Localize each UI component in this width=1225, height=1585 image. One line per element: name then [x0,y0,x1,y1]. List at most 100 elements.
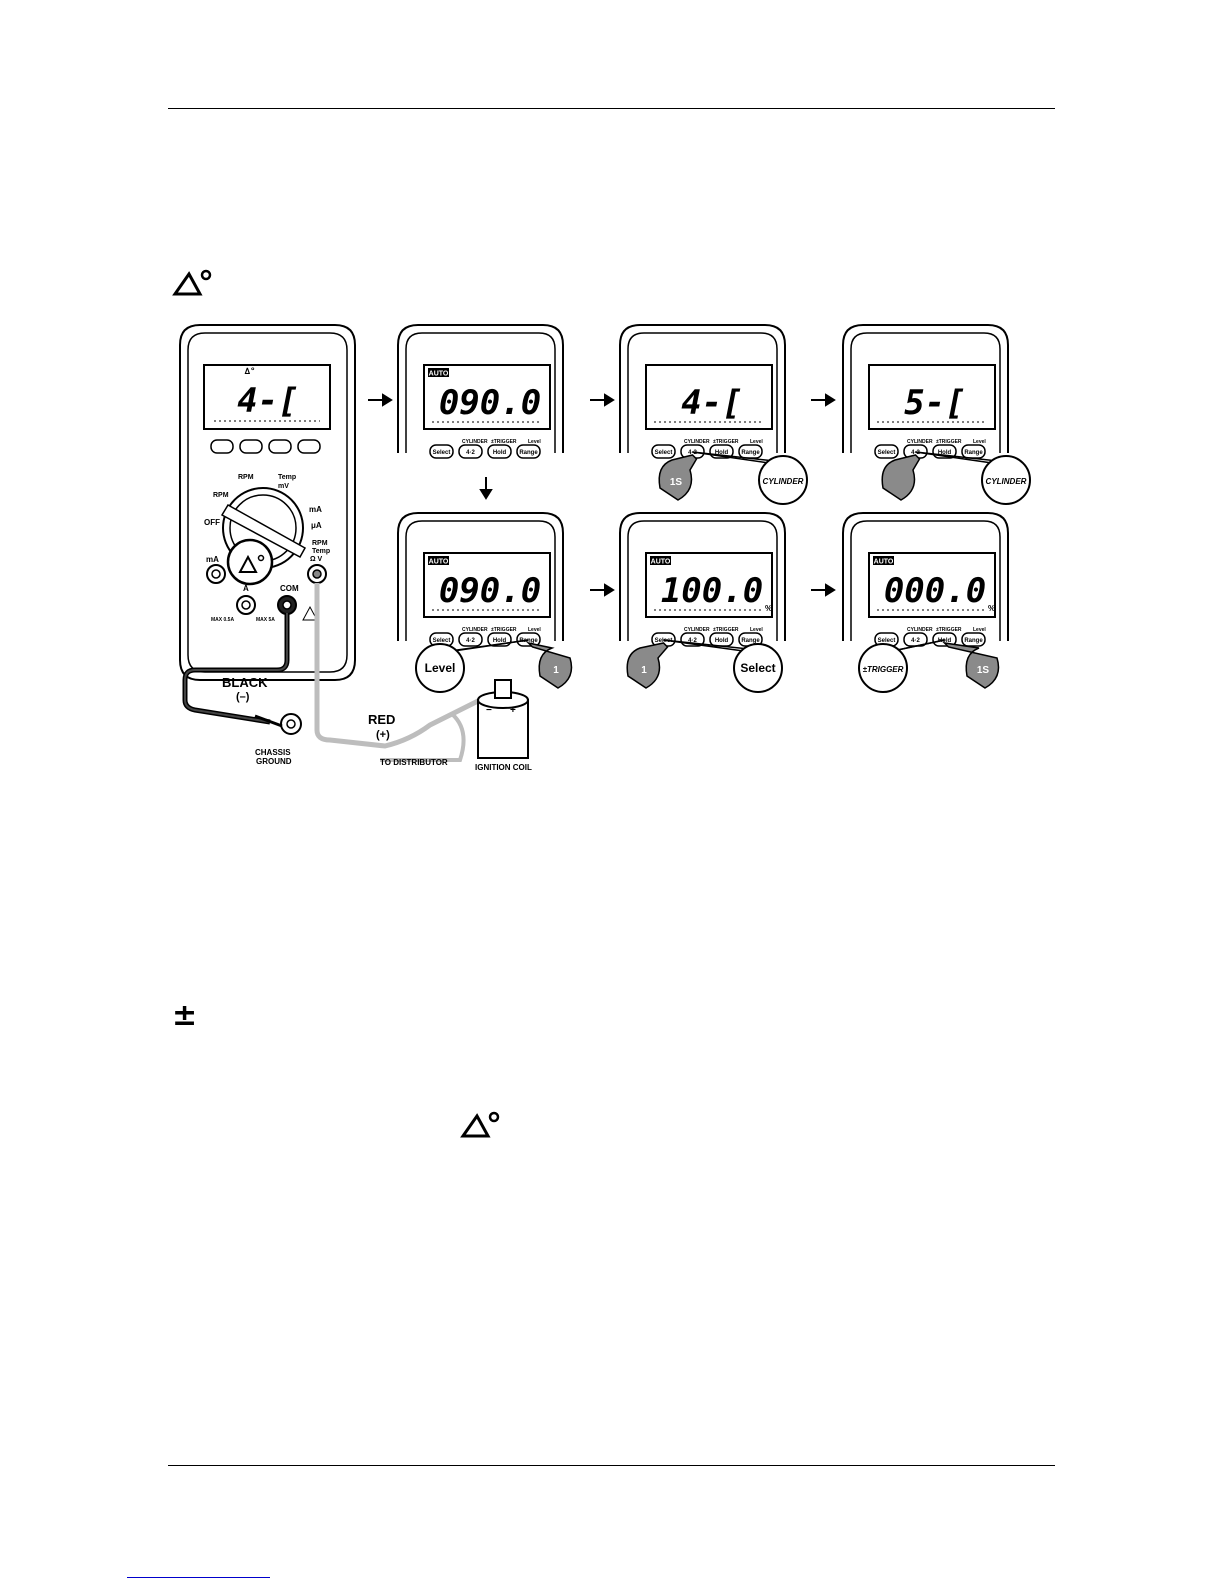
trigger-top-label: ±TRIGGER [491,439,517,445]
svg-text:+: + [510,705,516,716]
finger-label: 1S [670,477,683,488]
callout-circle [733,643,783,693]
select-button-label: Select [878,638,896,644]
finger-label: 1 [553,665,559,676]
red-lead-sign: (+) [376,729,390,741]
svg-text:mA: mA [309,505,322,514]
hold-button-label: Hold [938,450,952,456]
cylinder-button[interactable] [458,444,483,459]
select-button-label: Select [433,638,451,644]
select-button[interactable] [429,444,454,459]
level-top-label: Level [973,627,986,633]
select-button[interactable] [651,444,676,459]
cylinder-button-label: 4·2 [466,450,475,456]
svg-text:RPM: RPM [213,492,229,499]
finger-label: 1 [641,665,647,676]
panel-reading: 000.0 [884,571,986,611]
hold-button-label: Hold [715,638,729,644]
chassis-label: CHASSIS [255,748,291,757]
svg-text:Temp: Temp [278,474,296,481]
finger-icon [626,642,669,689]
finger-icon [942,641,1000,689]
svg-text:mA: mA [206,555,219,564]
callout-circle [415,643,465,693]
panel-reading: 090.0 [439,383,541,423]
cylinder-top-label: CYLINDER [907,627,933,633]
trigger-top-label: ±TRIGGER [713,627,739,633]
multimeter: ∆° 4-[ RPM RPM Temp mV mA μA OFF mA RPM … [179,324,356,681]
cylinder-top-label: CYLINDER [684,627,710,633]
auto-indicator: AUTO [429,371,449,378]
trigger-top-label: ±TRIGGER [713,439,739,445]
select-button-label: Select [433,450,451,456]
hold-button-label: Hold [493,638,507,644]
auto-indicator: AUTO [429,559,449,566]
cylinder-button-label: 4·2 [911,638,920,644]
cylinder-button-label: 4·2 [466,638,475,644]
panel-reading: 100.0 [661,571,763,611]
select-button[interactable] [874,444,899,459]
ground-label: GROUND [256,757,292,766]
cylinder-button-label: 4·2 [911,450,920,456]
dwell-symbol-icon [172,269,212,296]
footer-rule [168,1465,1055,1466]
finger-icon [658,454,698,501]
ignition-coil: − + [477,679,529,759]
finger-icon [881,454,921,501]
svg-text:∆°: ∆° [244,367,256,377]
svg-text:Temp: Temp [312,548,330,555]
callout-circle [981,455,1031,505]
select-button-label: Select [655,450,673,456]
range-button-label: Range [964,638,983,644]
cylinder-button[interactable] [458,632,483,647]
callout-label: Select [740,661,775,675]
svg-text:μA: μA [311,521,322,530]
hold-button-label: Hold [938,638,952,644]
finger-icon [526,641,573,689]
range-button[interactable] [516,444,541,459]
plus-minus-symbol: ± [172,998,198,1033]
cylinder-top-label: CYLINDER [907,439,933,445]
svg-text:OFF: OFF [204,518,220,527]
svg-text:MAX 0.5A: MAX 0.5A [211,617,234,623]
callout-circle [858,643,908,693]
black-lead-label: BLACK [222,675,268,690]
level-top-label: Level [973,439,986,445]
hold-button[interactable] [487,444,512,459]
select-button-label: Select [878,450,896,456]
auto-indicator: AUTO [874,559,894,566]
svg-text:MAX 5A: MAX 5A [256,617,275,623]
hold-button[interactable] [932,632,957,647]
trigger-top-label: ±TRIGGER [491,627,517,633]
cylinder-button-label: 4·2 [688,638,697,644]
range-button-label: Range [519,638,538,644]
cylinder-top-label: CYLINDER [462,627,488,633]
auto-indicator: AUTO [651,559,671,566]
to-distributor-label: TO DISTRIBUTOR [380,758,448,767]
dwell-symbol-inline-icon [460,1111,500,1138]
svg-text:A: A [243,584,249,593]
level-top-label: Level [528,439,541,445]
callout-label: CYLINDER [763,477,804,486]
panel-reading: 090.0 [439,571,541,611]
footer-link-underline[interactable] [127,1577,270,1578]
range-button-label: Range [964,450,983,456]
svg-text:COM: COM [280,584,299,593]
trigger-top-label: ±TRIGGER [936,627,962,633]
cylinder-button-label: 4·2 [688,450,697,456]
range-button[interactable] [961,632,986,647]
finger-label: 1S [977,665,990,676]
level-top-label: Level [750,439,763,445]
panel-reading: 5-[ [904,383,965,423]
red-lead-label: RED [368,712,395,727]
range-button[interactable] [516,632,541,647]
select-button-label: Select [655,638,673,644]
header-rule [168,108,1055,109]
callout-label: CYLINDER [986,477,1027,486]
range-button-label: Range [741,638,760,644]
